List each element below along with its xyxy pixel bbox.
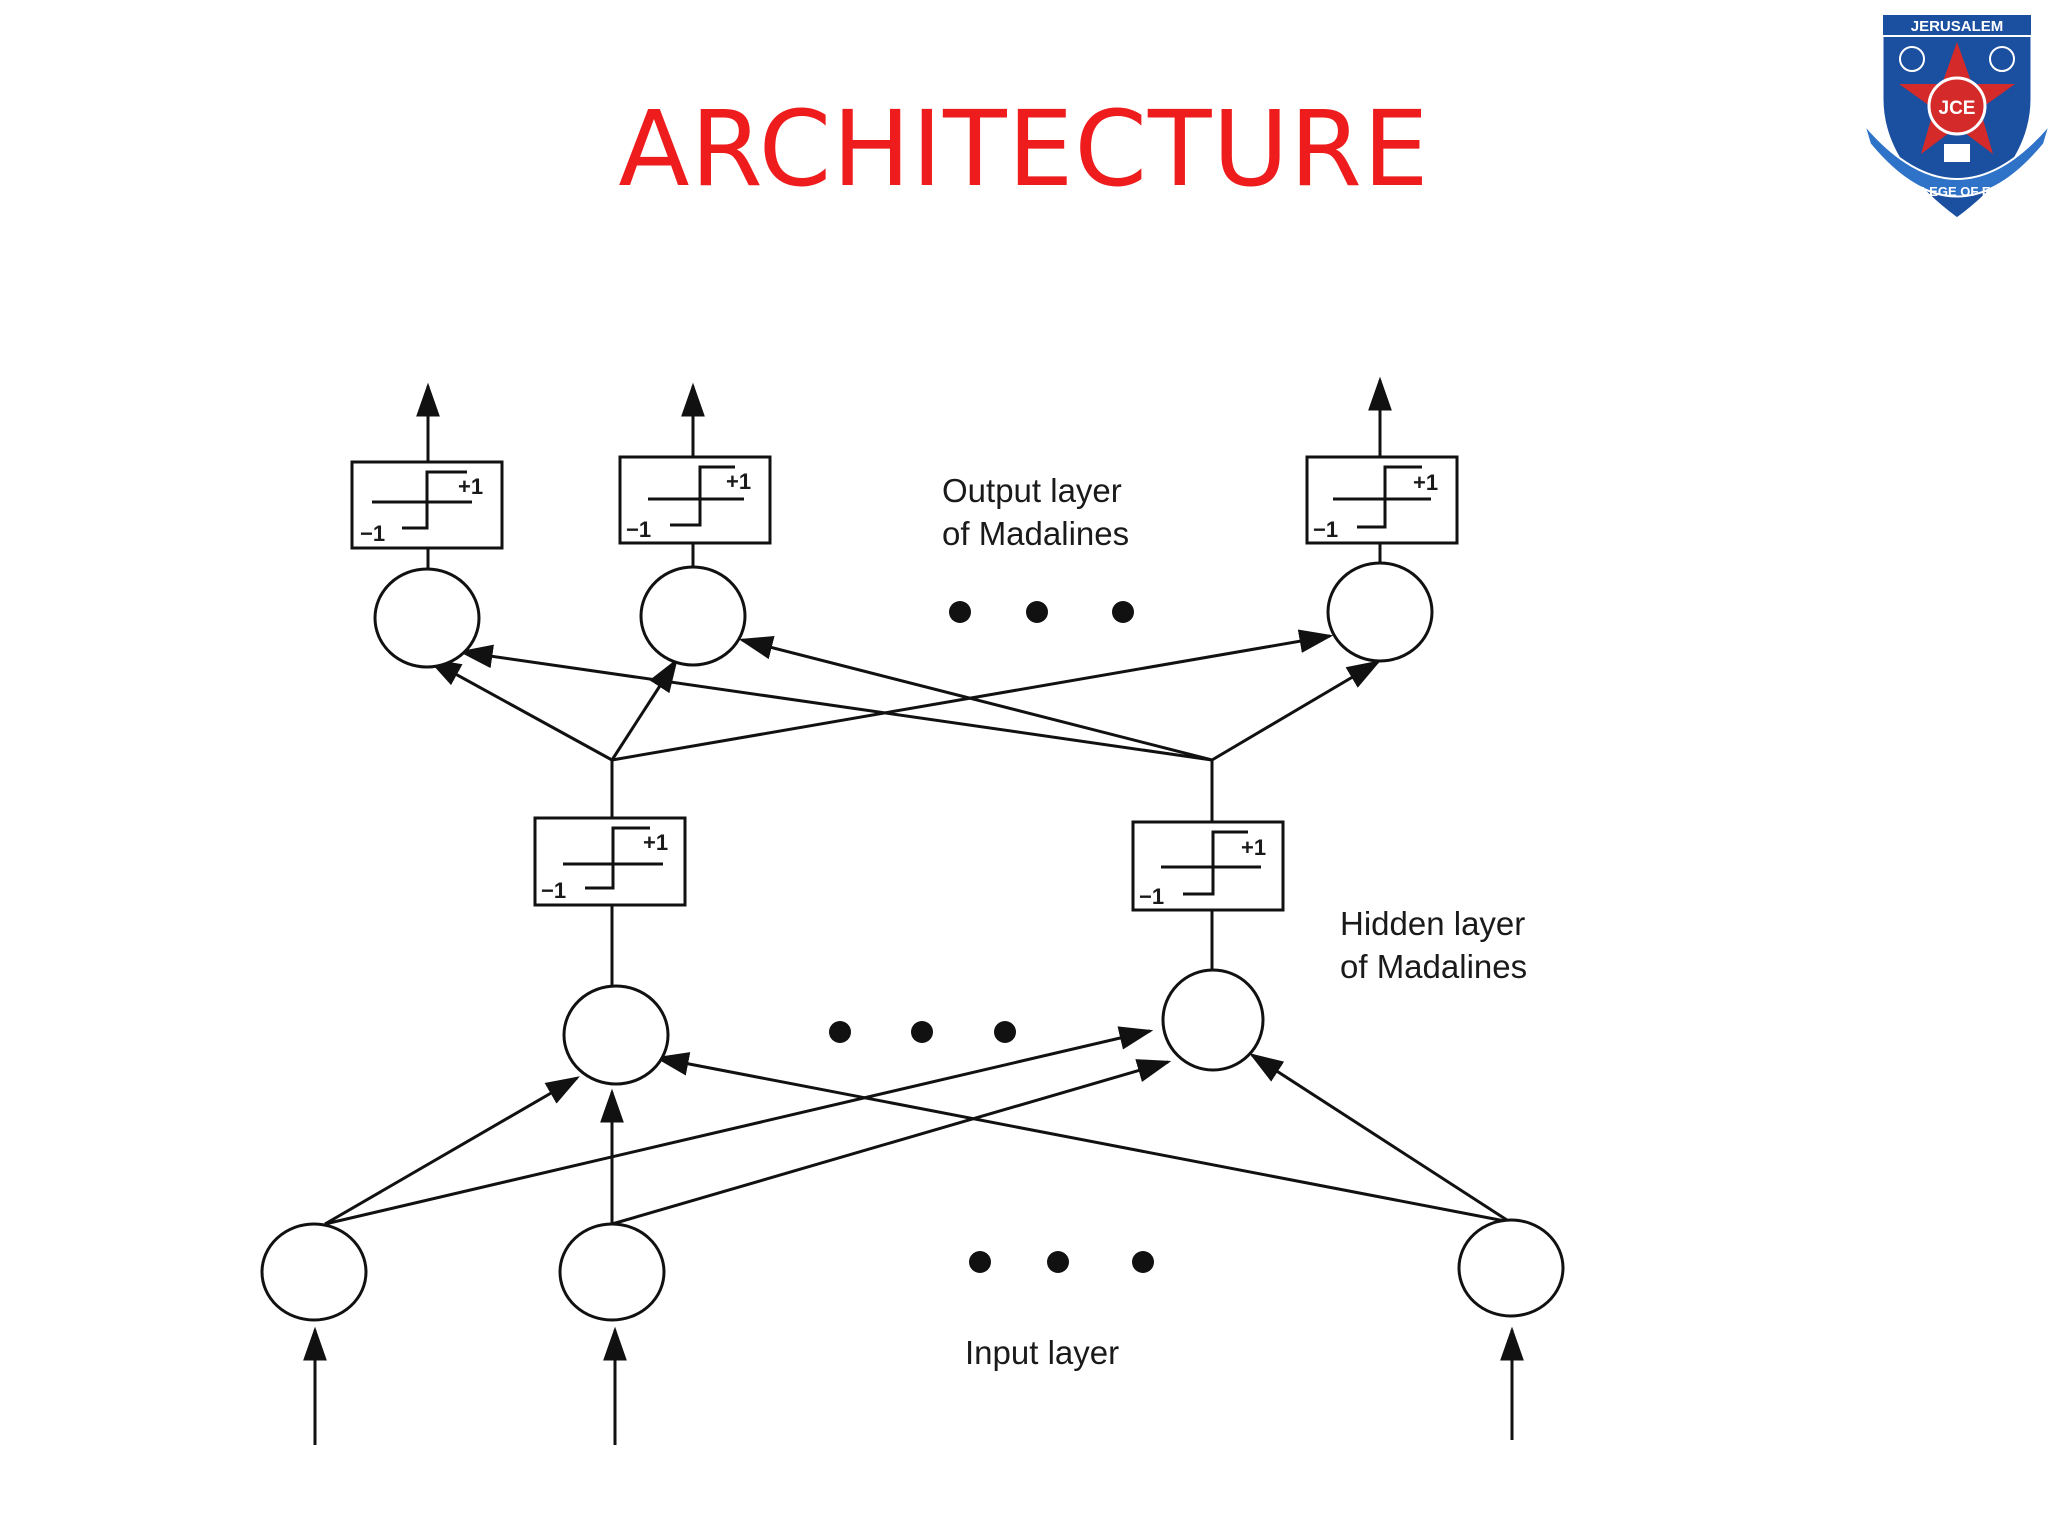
ellipsis-dots [829, 601, 1154, 1273]
edge-h2-o3 [1211, 660, 1381, 762]
edge-h2-o1 [458, 644, 1213, 762]
input-node-2 [558, 1222, 666, 1322]
dot-input-2 [1047, 1251, 1069, 1273]
hidden-node-2 [1161, 968, 1265, 1072]
hidden-to-output-connections [427, 629, 1381, 762]
svg-text:−1: −1 [1139, 884, 1164, 909]
svg-text:+1: +1 [1413, 470, 1438, 495]
edge-in3-h1 [654, 1052, 1511, 1224]
college-logo: JERUSALEM JCE COLLEGE OF ENGG [1863, 12, 2048, 221]
edge-in3-h2 [1249, 1053, 1511, 1224]
svg-text:+1: +1 [726, 469, 751, 494]
svg-text:+1: +1 [643, 830, 668, 855]
logo-monitor-icon [1944, 144, 1970, 162]
svg-text:−1: −1 [360, 521, 385, 546]
edge-h1-o2 [610, 658, 678, 761]
dot-hidden-1 [829, 1021, 851, 1043]
step-box-hidden-2: +1 −1 [1131, 820, 1285, 912]
logo-banner [1863, 123, 2048, 198]
edge-in1-h2 [324, 1026, 1154, 1226]
svg-text:−1: −1 [626, 517, 651, 542]
edge-h2-o2 [738, 636, 1213, 762]
logo-banner-text: COLLEGE OF ENGG [1894, 184, 2020, 199]
svg-text:−1: −1 [541, 878, 566, 903]
logo-atom-icon [1989, 46, 2015, 72]
edge-in2-h2 [611, 1059, 1172, 1226]
step-box-output-3: +1 −1 [1305, 455, 1459, 545]
dot-output-2 [1026, 601, 1048, 623]
output-node-3 [1326, 561, 1434, 663]
step-box-hidden-1: +1 −1 [533, 816, 687, 907]
output-layer-label-line1: Output layer [942, 472, 1122, 509]
output-arrows [416, 376, 1392, 462]
output-layer-label-line2: of Madalines [942, 515, 1129, 552]
output-node-1 [373, 567, 481, 669]
nodes [260, 561, 1565, 1322]
hidden-layer-label-line1: Hidden layer [1340, 905, 1525, 942]
slide-title: ARCHITECTURE [618, 88, 1430, 210]
logo-center-text: JCE [1939, 98, 1976, 119]
vertical-links [426, 543, 1382, 988]
input-node-1 [260, 1222, 368, 1322]
input-arrows [303, 1326, 1524, 1445]
hidden-layer-label-line2: of Madalines [1340, 948, 1527, 985]
logo-top-text: JERUSALEM [1911, 18, 2004, 35]
edge-in1-h1 [324, 1076, 580, 1226]
logo-gear-icon [1899, 46, 1925, 72]
step-box-output-2: +1 −1 [618, 455, 772, 545]
input-layer-label: Input layer [965, 1334, 1119, 1371]
dot-hidden-2 [911, 1021, 933, 1043]
dot-input-3 [1132, 1251, 1154, 1273]
hidden-node-1 [562, 984, 670, 1086]
step-box-output-1: +1 −1 [350, 460, 504, 550]
dot-output-3 [1112, 601, 1134, 623]
dot-input-1 [969, 1251, 991, 1273]
svg-text:+1: +1 [458, 474, 483, 499]
input-to-hidden-connections [324, 1026, 1511, 1226]
output-node-2 [639, 565, 747, 667]
svg-text:+1: +1 [1241, 835, 1266, 860]
dot-hidden-3 [994, 1021, 1016, 1043]
dot-output-1 [949, 601, 971, 623]
edge-h1-o1 [427, 658, 613, 762]
input-node-3 [1457, 1218, 1565, 1318]
svg-text:−1: −1 [1313, 517, 1338, 542]
